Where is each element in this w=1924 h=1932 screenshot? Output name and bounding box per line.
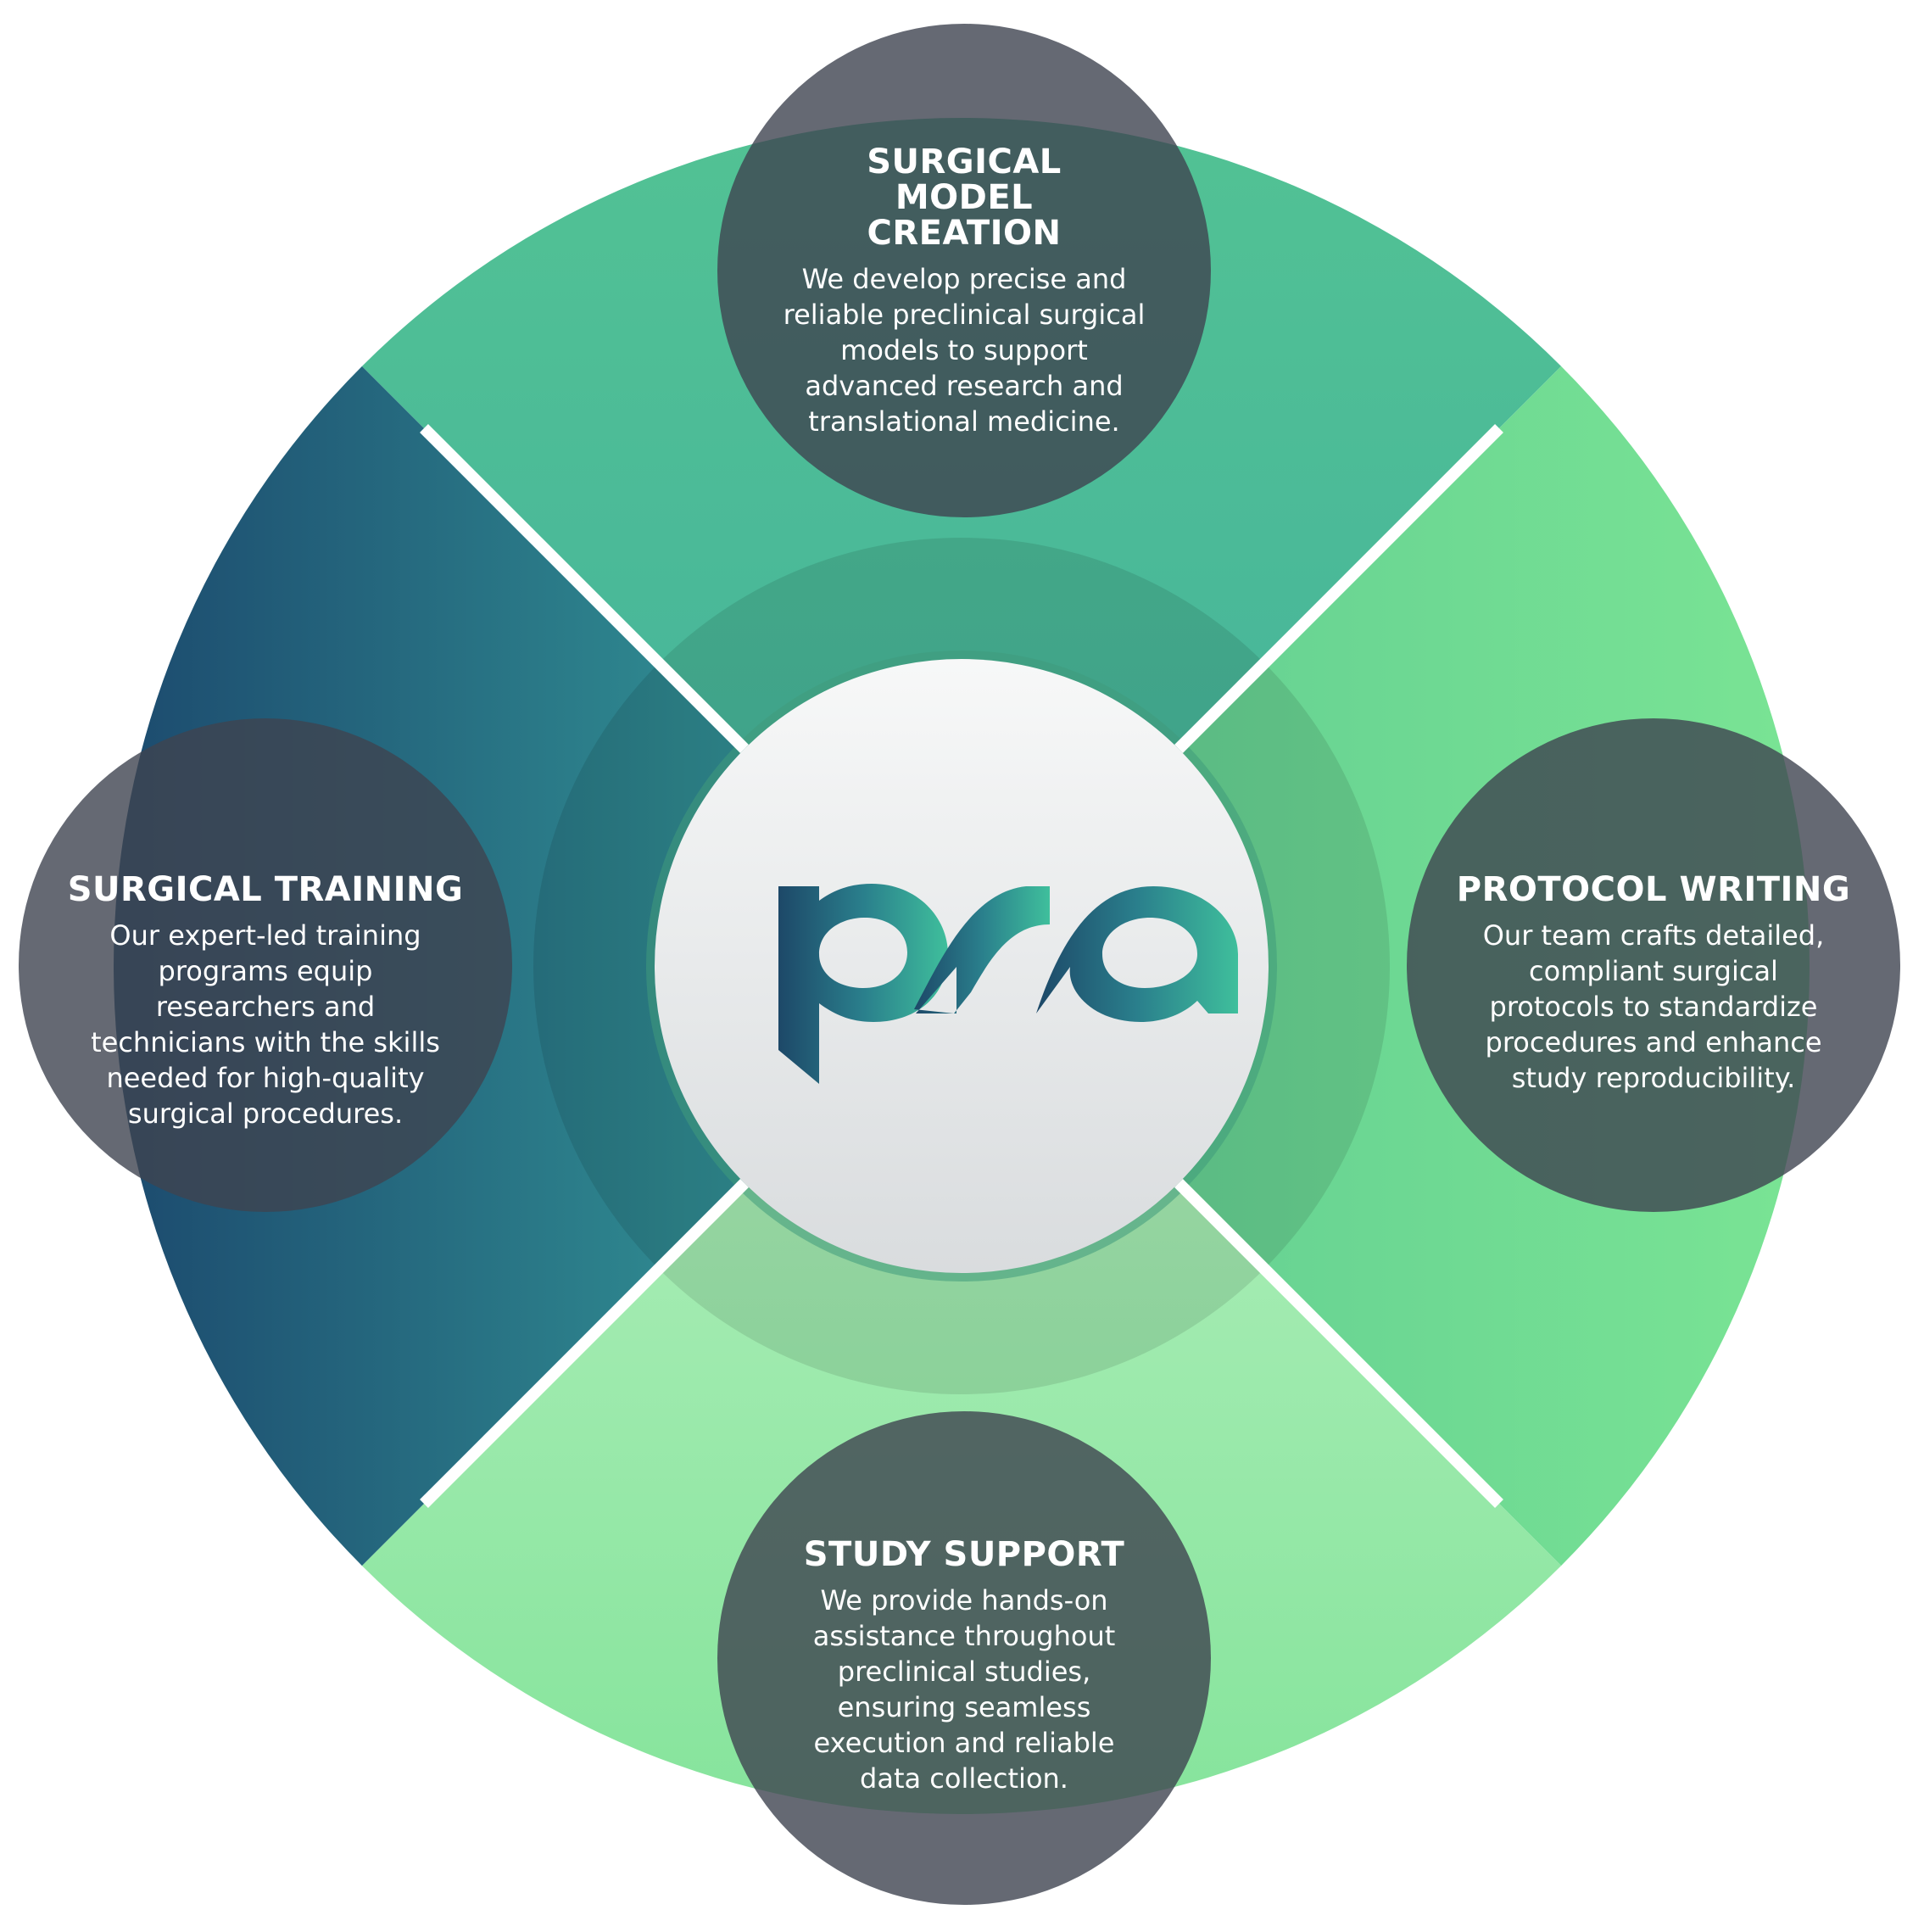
info-circle-right [1407,718,1900,1212]
section-top-body: We develop precise and reliable preclini… [783,263,1146,438]
quadrant-separators [420,424,1503,1508]
section-bottom: STUDY SUPPORT We provide hands-on assist… [744,1537,1185,1796]
section-right: PROTOCOL WRITING Our team crafts detaile… [1433,872,1874,1096]
separator-top-right [1174,424,1503,753]
section-left-body: Our expert-led training programs equip r… [91,919,440,1130]
info-circle-left [19,718,512,1212]
info-circle-bottom [717,1411,1211,1905]
info-circle-top [717,24,1211,517]
section-right-body: Our team crafts detailed, compliant surg… [1482,919,1825,1094]
logo-letter-p [778,884,948,1084]
separator-top-left [420,424,749,753]
section-top-title: SURGICAL MODEL CREATION [867,142,1062,253]
section-left: SURGICAL TRAINING Our expert-led trainin… [45,872,486,1131]
segment-right [962,366,1810,1566]
section-bottom-title: STUDY SUPPORT [803,1535,1125,1574]
section-bottom-body: We provide hands-on assistance throughou… [812,1584,1116,1795]
segment-bottom [361,966,1562,1815]
segment-left [114,366,962,1566]
separator-bottom-left [420,1179,749,1508]
section-right-title: PROTOCOL WRITING [1456,870,1851,909]
section-top: SURGICAL MODEL CREATION We develop preci… [744,144,1185,439]
separator-bottom-right [1174,1179,1503,1508]
section-left-title: SURGICAL TRAINING [67,870,464,909]
logo-letter-r [914,886,1050,1013]
pra-logo [778,884,1238,1084]
segment-top [361,117,1562,966]
logo-letter-a [1036,886,1238,1022]
